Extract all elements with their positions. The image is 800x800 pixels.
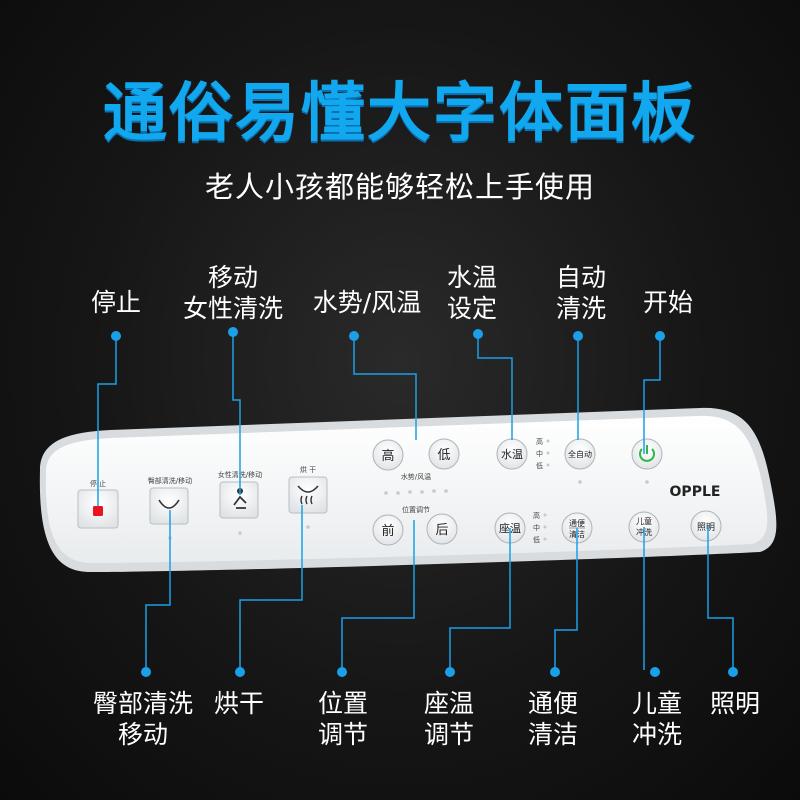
callout-hip-clean: 臀部清洗 移动 xyxy=(92,689,193,749)
svg-text:照明: 照明 xyxy=(697,522,715,533)
svg-text:高: 高 xyxy=(536,437,543,446)
female-clean-button[interactable] xyxy=(219,481,259,519)
svg-text:全自动: 全自动 xyxy=(568,449,592,459)
headline-title: 通俗易懂大字体面板 xyxy=(103,77,697,151)
callout-stop: 停止 xyxy=(90,288,141,317)
headline-subtitle: 老人小孩都能够轻松上手使用 xyxy=(204,170,595,204)
hip-clean-button[interactable] xyxy=(149,487,189,525)
callout-move-female: 移动 女性清洗 xyxy=(182,263,283,323)
female-clean-dot xyxy=(238,531,242,535)
back-button[interactable]: 后 xyxy=(426,513,458,545)
water-temp-button[interactable]: 水温 xyxy=(496,438,528,470)
callout-position: 位置 调节 xyxy=(317,689,368,749)
position-adjust-label: 位置调节 xyxy=(402,505,430,514)
svg-text:高: 高 xyxy=(533,511,540,520)
svg-text:后: 后 xyxy=(435,523,448,538)
svg-text:低: 低 xyxy=(437,448,450,463)
heat-waves-icon xyxy=(300,495,313,505)
light-button[interactable]: 照明 xyxy=(690,510,722,542)
callout-dry: 烘干 xyxy=(213,689,264,718)
brand-logo: OPPLE xyxy=(670,484,721,500)
start-dot xyxy=(645,480,649,484)
water-wind-label: 水势/风温 xyxy=(401,472,431,481)
callout-seat-temp: 座温 调节 xyxy=(423,689,474,749)
hip-clean-icon xyxy=(158,499,180,509)
water-wind-level-dots xyxy=(384,489,448,495)
callout-child-wash: 儿童 冲洗 xyxy=(631,689,682,749)
dry-dot xyxy=(306,525,310,529)
dry-button[interactable] xyxy=(288,476,328,514)
svg-text:低: 低 xyxy=(533,535,540,544)
callout-start: 开始 xyxy=(642,288,693,317)
power-icon xyxy=(639,445,655,462)
svg-text:中: 中 xyxy=(533,523,540,532)
low-button[interactable]: 低 xyxy=(428,438,460,470)
svg-text:高: 高 xyxy=(381,448,394,464)
callout-light: 照明 xyxy=(709,689,760,718)
front-button[interactable]: 前 xyxy=(372,514,404,546)
stop-indicator-icon xyxy=(93,506,103,516)
svg-text:水温: 水温 xyxy=(501,448,523,461)
svg-text:儿童: 儿童 xyxy=(636,516,652,526)
leader-lines-bottom xyxy=(145,505,734,670)
callout-water-wind: 水势/风温 xyxy=(312,288,422,317)
svg-text:前: 前 xyxy=(381,523,394,539)
svg-text:中: 中 xyxy=(536,449,543,458)
callout-auto-clean: 自动 清洗 xyxy=(555,263,606,323)
high-button[interactable]: 高 xyxy=(372,439,404,471)
dry-label: 烘 干 xyxy=(300,465,316,474)
leader-dots-bottom xyxy=(141,667,738,677)
seat-temp-levels: 高 中 低 xyxy=(533,511,547,544)
water-temp-levels: 高 中 低 xyxy=(536,437,550,470)
callout-water-temp: 水温 设定 xyxy=(446,263,497,323)
auto-clean-dot xyxy=(578,480,582,484)
auto-clean-button[interactable]: 全自动 xyxy=(564,438,596,470)
hip-clean-label: 臀部清洗/移动 xyxy=(148,476,192,485)
callout-bowel-clean: 通便 清洁 xyxy=(527,689,578,749)
start-button[interactable] xyxy=(631,438,663,470)
female-figure-icon xyxy=(233,488,247,509)
svg-text:低: 低 xyxy=(536,461,543,470)
leader-dots-top xyxy=(111,327,665,341)
svg-text:通便: 通便 xyxy=(569,518,585,528)
leader-lines-top xyxy=(97,334,661,506)
